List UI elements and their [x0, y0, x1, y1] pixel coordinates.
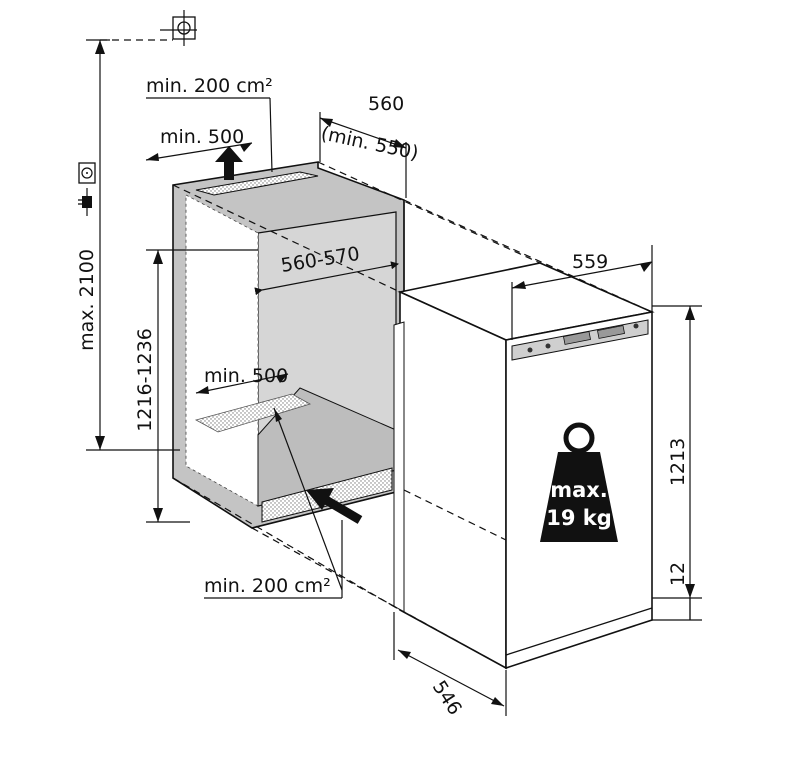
max-load-line2: 19 kg: [546, 506, 612, 530]
vent-top-area-label: min. 200 cm²: [146, 75, 273, 97]
vent-bottom-width-label: min. 500: [204, 365, 288, 387]
appliance-side: [399, 290, 507, 670]
arrow-up-icon: [215, 146, 243, 180]
control-button: [563, 331, 591, 345]
top-vent-grill: [195, 171, 319, 196]
vent-top-width-label: min. 500: [160, 126, 244, 148]
niche-left-wall: [185, 194, 259, 507]
control-button: [597, 325, 625, 339]
appliance-hinge-edge: [393, 321, 405, 613]
plinth-line: [505, 607, 653, 656]
appliance-gap-label: 12: [667, 562, 689, 586]
appliance: [393, 262, 655, 670]
control-led: [545, 343, 551, 349]
niche-depth-min-label: (min. 550): [319, 122, 420, 164]
power-plug-icon: [78, 188, 92, 216]
control-led: [527, 347, 533, 353]
power-socket-icon: [78, 162, 96, 184]
bottom-vent-annotation: min. 200 cm²: [204, 520, 343, 599]
niche-height-label: 1216-1236: [134, 328, 156, 432]
niche-cabinet: [172, 161, 405, 529]
weight-icon: max. 19 kg: [540, 422, 618, 542]
appliance-width-label: 559: [572, 251, 608, 273]
dim-appliance-height: 1213 12: [652, 305, 702, 621]
top-vent-annotation: min. 200 cm² min. 500: [145, 75, 273, 180]
dim-max-height: max. 2100: [76, 39, 180, 451]
grounding-symbol-icon: [160, 10, 197, 46]
control-led: [633, 323, 639, 329]
floor-vent-area: [194, 393, 312, 433]
max-load-line1: max.: [550, 478, 608, 502]
appliance-height-label: 1213: [667, 438, 689, 486]
vent-bottom-area-label: min. 200 cm²: [204, 575, 331, 597]
max-height-label: max. 2100: [76, 249, 98, 351]
arrow-diagonal-icon: [306, 488, 363, 524]
dim-appliance-width: 559: [511, 245, 653, 340]
dim-bottom-vent-width: min. 500: [195, 365, 343, 591]
projection-lines: [100, 39, 653, 669]
niche-depth-label: 560: [368, 93, 404, 115]
dim-niche-height: 1216-1236: [134, 249, 258, 523]
